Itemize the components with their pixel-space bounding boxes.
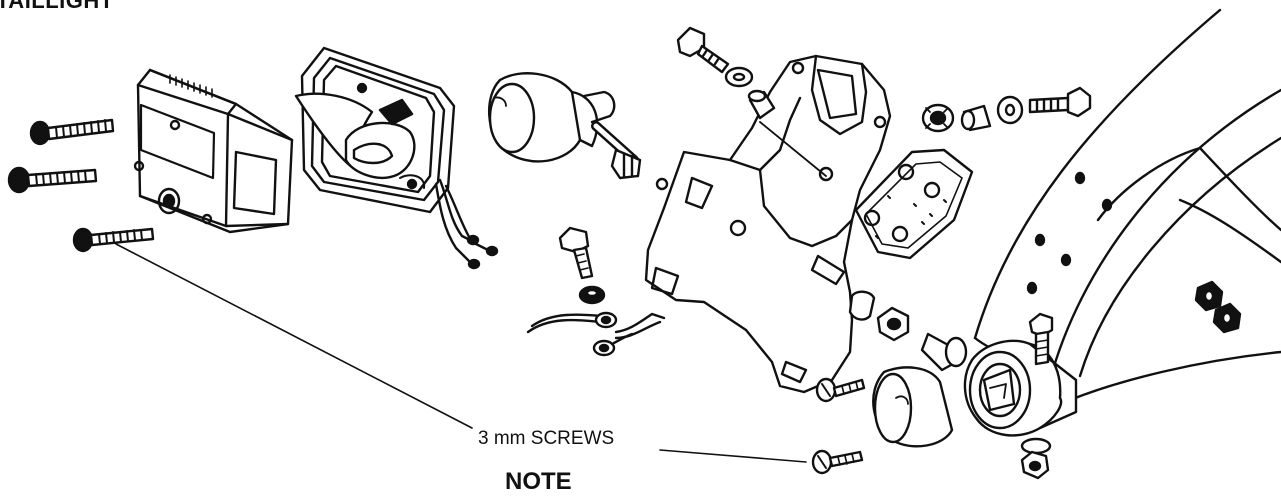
rubber-grommet — [923, 105, 953, 131]
screw-small-lower — [813, 451, 862, 473]
turn-signal-base — [965, 341, 1076, 436]
callout-leaders — [116, 244, 806, 462]
spacer-upper — [749, 91, 774, 118]
license-bracket — [646, 56, 890, 392]
bolt-right — [1030, 88, 1090, 116]
washer-right — [998, 97, 1022, 123]
screw-lower — [74, 229, 153, 251]
ground-bolt — [560, 228, 592, 278]
turn-signal-upper — [489, 73, 640, 178]
screw-upper — [31, 120, 113, 144]
turn-signal-lower — [873, 367, 952, 446]
bracket-bolt — [678, 28, 728, 72]
taillight-lens-housing — [135, 70, 292, 232]
nut-washer-bottom — [1022, 439, 1050, 478]
collar — [962, 106, 990, 130]
note-heading: NOTE — [505, 468, 572, 495]
bulb-socket-gasket — [296, 48, 497, 268]
callout-label-screws: 3 mm SCREWS — [478, 428, 615, 449]
nut-lower — [922, 334, 966, 370]
lock-washer — [580, 287, 604, 303]
washer-upper — [726, 68, 752, 86]
ground-wire — [528, 313, 664, 355]
rubber-pad — [856, 150, 972, 258]
screw-small-upper — [817, 379, 864, 401]
bolt-vertical — [1030, 314, 1052, 364]
fender-nuts — [1196, 282, 1240, 332]
section-heading: TAILLIGHT — [0, 0, 114, 13]
mounting-stud — [850, 292, 908, 340]
screw-middle — [9, 168, 96, 192]
